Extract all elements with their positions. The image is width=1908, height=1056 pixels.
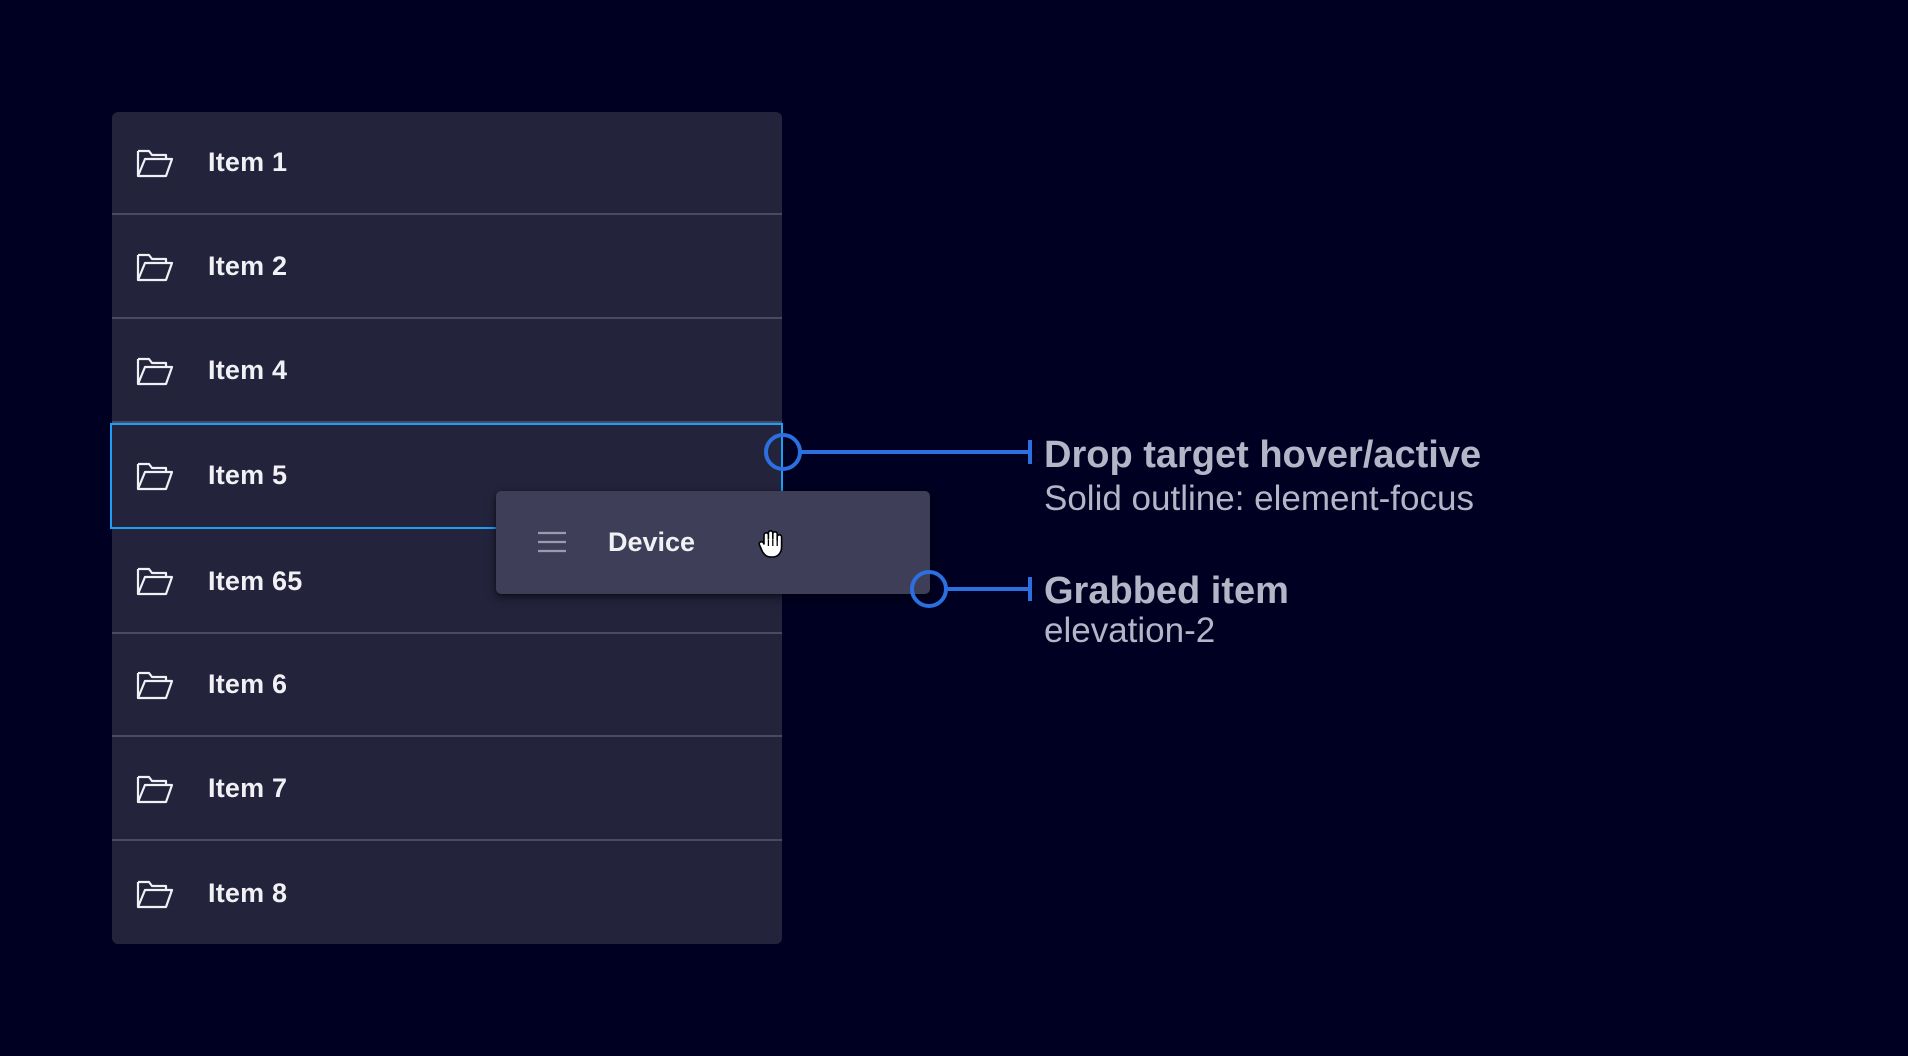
tree-item-2[interactable]: Item 2 (112, 216, 782, 319)
tree-item-label: Item 2 (208, 251, 288, 281)
grab-hand-cursor-icon (758, 530, 783, 558)
tree-item-5[interactable]: Item 5 (112, 424, 782, 527)
callout-subtitle: elevation-2 (1044, 611, 1216, 650)
grabbed-callout: Grabbed item elevation-2 (1044, 570, 1289, 651)
tree-item-label: Item 6 (208, 669, 288, 699)
tree-item-label: Item 8 (208, 878, 288, 908)
tree-item-label: Item 7 (208, 773, 288, 803)
grabbed-item[interactable]: Device (496, 491, 930, 594)
tree-item-65[interactable]: Item 65 (112, 530, 782, 634)
folder-open-icon (136, 775, 174, 803)
tree-item-1[interactable]: Item 1 (112, 112, 782, 215)
tree-item-6[interactable]: Item 6 (112, 634, 782, 737)
tree-item-label: Item 4 (208, 355, 288, 385)
folder-open-icon (136, 462, 174, 490)
grabbed-callout-dot (910, 570, 948, 608)
folder-open-icon (136, 149, 174, 177)
folder-open-icon (136, 253, 174, 281)
tree-item-4[interactable]: Item 4 (112, 320, 782, 423)
grabbed-item-label: Device (608, 527, 696, 557)
tree-item-label: Item 1 (208, 147, 288, 177)
callout-title: Drop target hover/active (1044, 434, 1482, 476)
drag-handle-icon[interactable] (536, 529, 568, 555)
callout-subtitle: Solid outline: element-focus (1044, 479, 1474, 518)
folder-open-icon (136, 671, 174, 699)
callout-title: Grabbed item (1044, 570, 1289, 612)
tree-item-8[interactable]: Item 8 (112, 842, 782, 944)
drop-target-callout: Drop target hover/active Solid outline: … (1044, 434, 1481, 519)
folder-open-icon (136, 567, 174, 596)
tree-item-7[interactable]: Item 7 (112, 738, 782, 841)
tree-item-label: Item 5 (208, 460, 288, 490)
tree-item-label: Item 65 (208, 565, 303, 596)
drop-target-callout-dot (764, 433, 802, 471)
folder-open-icon (136, 880, 174, 908)
folder-open-icon (136, 357, 174, 385)
